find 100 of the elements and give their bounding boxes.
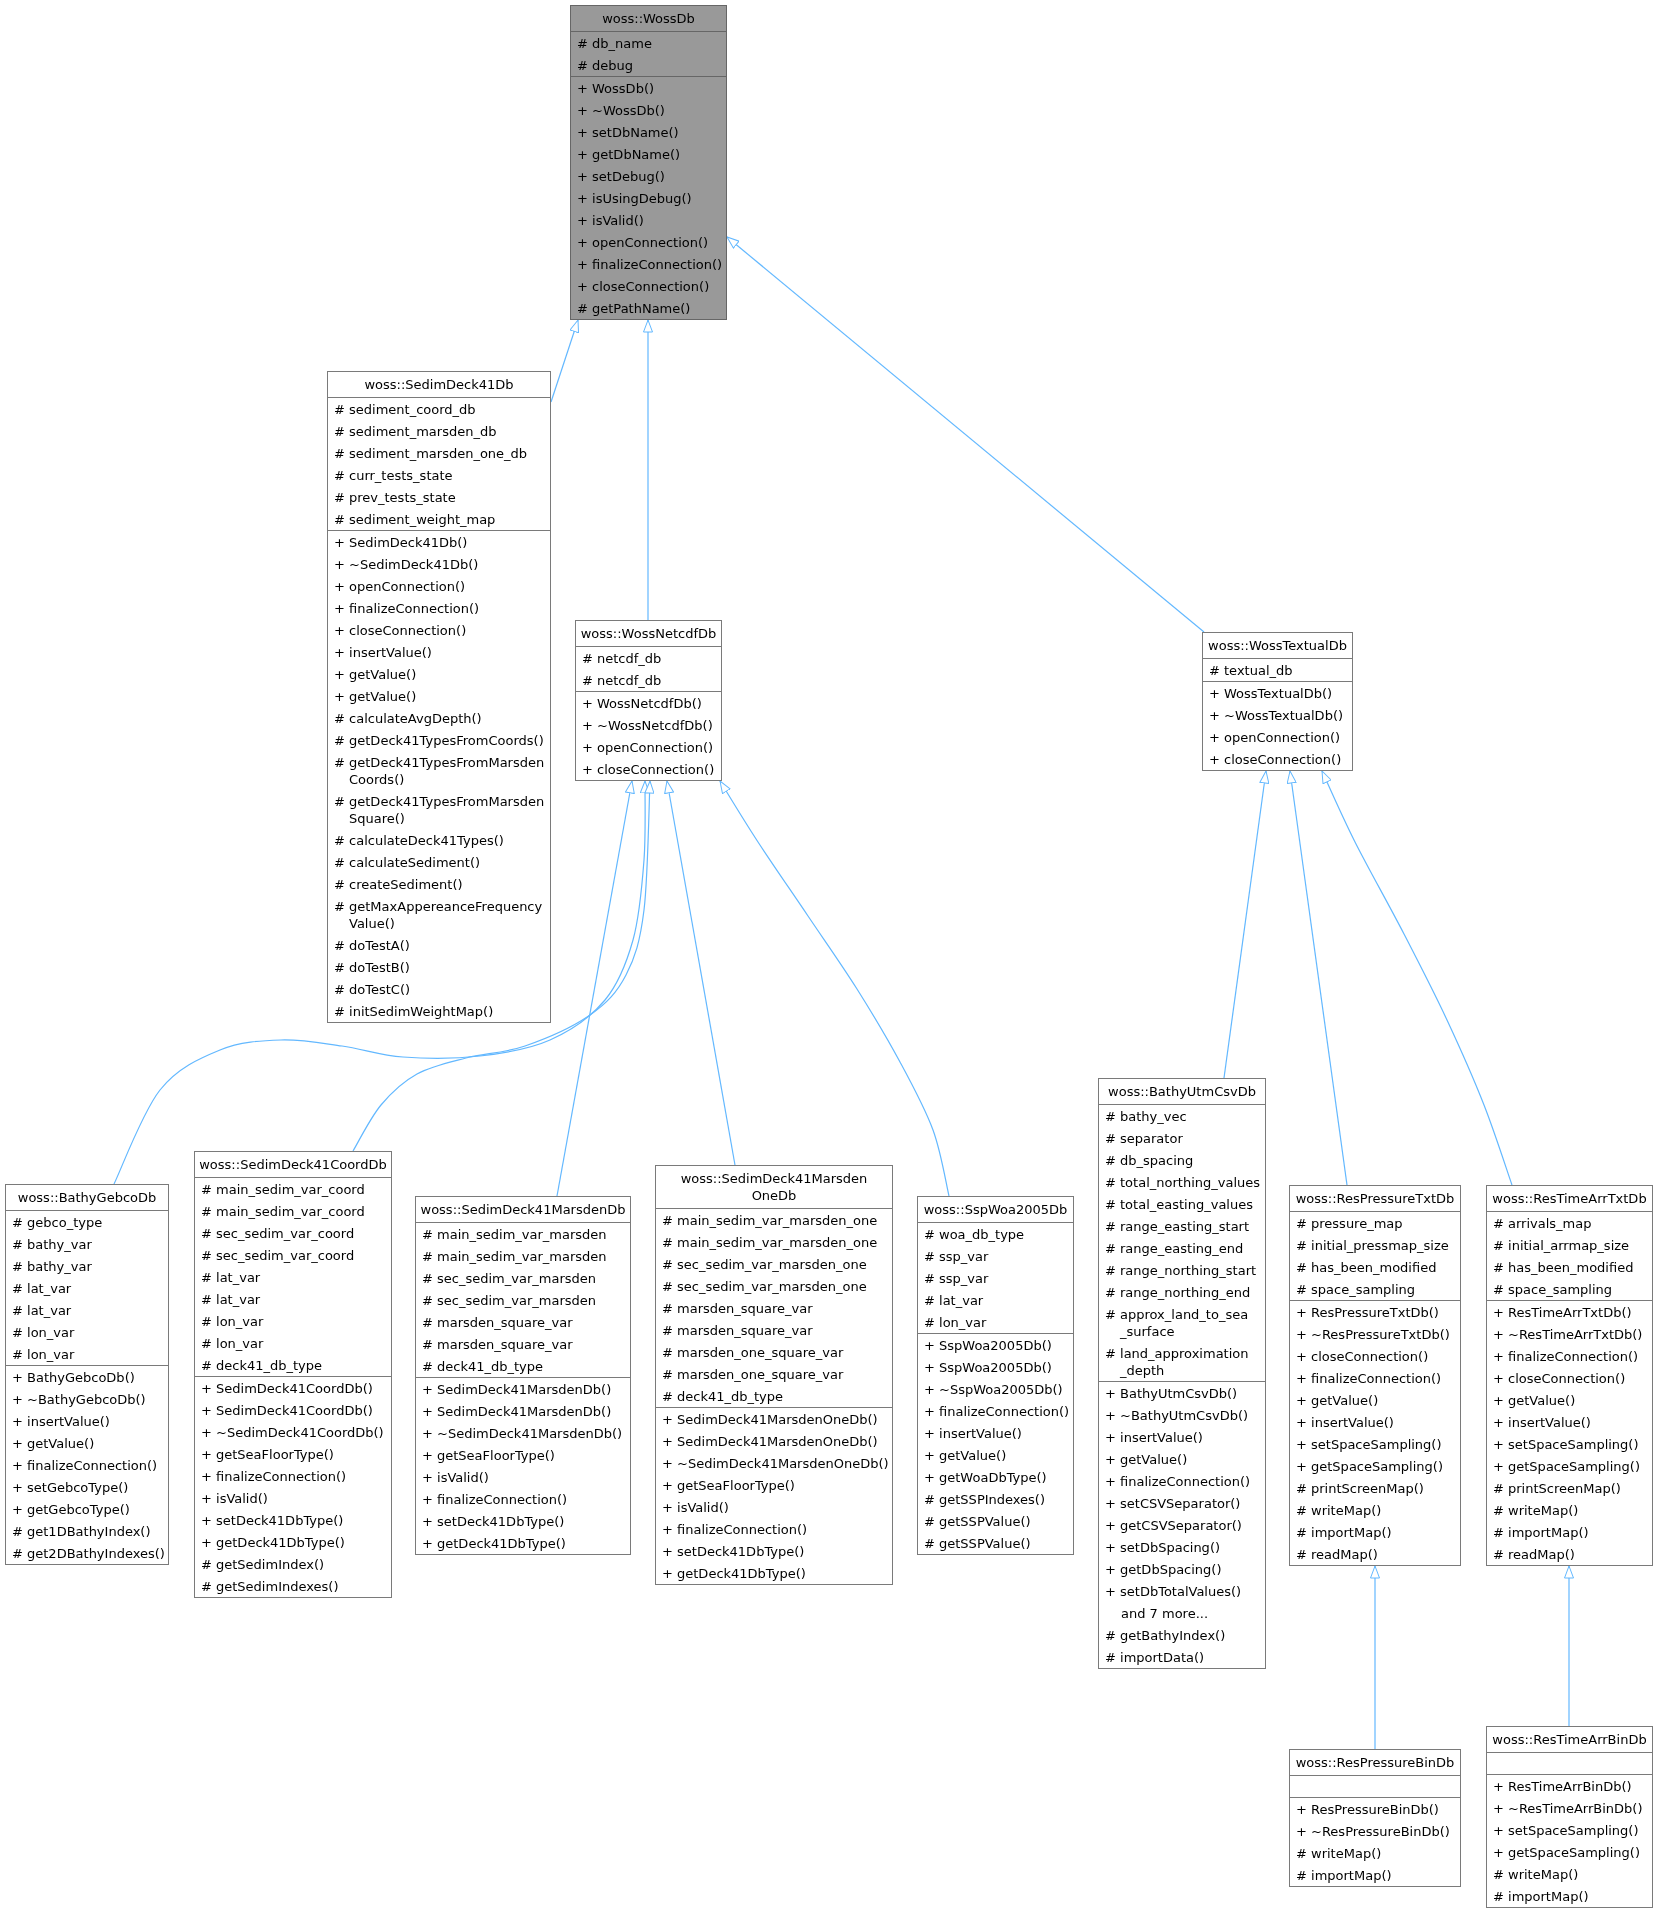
attribute-entry: # sediment_marsden_one_db [334,444,528,463]
method-entry: + setDeck41DbType() [422,1512,565,1531]
method-entry: # writeMap() [1493,1865,1579,1884]
class-box [327,371,551,1023]
attribute-entry: # main_sedim_var_coord [201,1202,365,1221]
attribute-entry: # bathy_var [12,1257,92,1276]
method-entry: # getDeck41TypesFromCoords() [334,731,544,750]
method-entry: + SedimDeck41CoordDb() [201,1401,373,1420]
attribute-entry: # lon_var [201,1334,264,1353]
inheritance-arrow [1286,770,1348,1186]
inheritance-arrow [1321,770,1513,1186]
method-entry: # doTestA() [334,936,410,955]
class-name: woss::SspWoa2005Db [923,1201,1068,1218]
attribute-entry: # has_been_modified [1296,1258,1437,1277]
method-entry: + openConnection() [334,577,466,596]
method-entry: + ~ResPressureTxtDb() [1296,1325,1450,1344]
method-entry: # getPathName() [577,299,691,318]
attribute-entry: # deck41_db_type [422,1357,544,1376]
attribute-entry: # lat_var [924,1291,984,1310]
method-entry: + getValue() [334,687,417,706]
method-entry: # importData() [1105,1648,1205,1667]
attribute-entry: # lon_var [924,1313,987,1332]
method-entry: + setSpaceSampling() [1493,1821,1639,1840]
attribute-entry: # initial_arrmap_size [1493,1236,1630,1255]
method-entry: + isValid() [577,211,644,230]
method-entry: # printScreenMap() [1296,1479,1424,1498]
method-entry: + closeConnection() [1209,750,1342,769]
attribute-entry: # main_sedim_var_marsden_one [662,1211,878,1230]
class-box [917,1196,1074,1555]
method-entry: + finalizeConnection() [924,1402,1070,1421]
attribute-entry: # sec_sedim_var_marsden_one [662,1255,867,1274]
attribute-entry: # marsden_square_var [422,1335,573,1354]
class-box [415,1196,631,1555]
class-box [575,620,722,781]
method-entry: + ~ResPressureBinDb() [1296,1822,1450,1841]
class-name: woss::BathyUtmCsvDb [1108,1083,1256,1100]
attribute-entry: # range_easting_start [1105,1217,1250,1236]
method-entry: + setDbTotalValues() [1105,1582,1242,1601]
method-entry: + getDbSpacing() [1105,1560,1222,1579]
method-entry: # getSedimIndex() [201,1555,325,1574]
attribute-entry: # range_northing_end [1105,1283,1251,1302]
attribute-entry: # marsden_square_var [662,1299,813,1318]
method-entry: # calculateDeck41Types() [334,831,504,850]
method-entry: + isUsingDebug() [577,189,692,208]
method-entry: + insertValue() [1493,1413,1591,1432]
method-entry: # getDeck41TypesFromMarsden Coords() [334,753,546,789]
method-entry: # readMap() [1296,1545,1378,1564]
method-entry: # writeMap() [1296,1844,1382,1863]
class-name: woss::BathyGebcoDb [17,1189,157,1206]
class-box [194,1151,392,1598]
method-entry: + finalizeConnection() [12,1456,158,1475]
attribute-entry: # marsden_one_square_var [662,1365,844,1384]
method-entry: and 7 more... [1121,1604,1209,1623]
inheritance-arrow [113,780,650,1185]
method-entry: + setDbSpacing() [1105,1538,1221,1557]
class-box [1289,1185,1461,1566]
attribute-entry: # main_sedim_var_coord [201,1180,365,1199]
method-entry: + getDeck41DbType() [422,1534,566,1553]
method-entry: + closeConnection() [577,277,710,296]
attribute-entry: # bathy_var [12,1235,92,1254]
attribute-entry: # ssp_var [924,1247,989,1266]
method-entry: + BathyUtmCsvDb() [1105,1384,1238,1403]
method-entry: # calculateSediment() [334,853,481,872]
method-entry: + finalizeConnection() [1493,1347,1639,1366]
method-entry: + ResPressureTxtDb() [1296,1303,1439,1322]
class-name: woss::SedimDeck41MarsdenDb [420,1201,626,1218]
method-entry: + ResTimeArrTxtDb() [1493,1303,1632,1322]
method-entry: + finalizeConnection() [662,1520,808,1539]
method-entry: + finalizeConnection() [422,1490,568,1509]
attribute-entry: # lon_var [201,1312,264,1331]
method-entry: + SedimDeck41Db() [334,533,468,552]
method-entry: # importMap() [1493,1887,1589,1906]
method-entry: + insertValue() [924,1424,1022,1443]
method-entry: + ResPressureBinDb() [1296,1800,1439,1819]
method-entry: + getValue() [1493,1391,1576,1410]
method-entry: + insertValue() [334,643,432,662]
attribute-entry: # sediment_coord_db [334,400,476,419]
method-entry: # getSedimIndexes() [201,1577,339,1596]
method-entry: # readMap() [1493,1545,1575,1564]
class-name: woss::WossNetcdfDb [580,625,717,642]
inheritance-arrow [664,780,736,1166]
method-entry: + ResTimeArrBinDb() [1493,1777,1632,1796]
method-entry: # get2DBathyIndexes() [12,1544,165,1563]
method-entry: + ~ResTimeArrTxtDb() [1493,1325,1643,1344]
method-entry: # importMap() [1493,1523,1589,1542]
method-entry: + ~WossDb() [577,101,665,120]
method-entry: + WossDb() [577,79,655,98]
class-name: woss::ResTimeArrTxtDb [1492,1190,1647,1207]
attribute-entry: # pressure_map [1296,1214,1403,1233]
method-entry: + setDeck41DbType() [662,1542,805,1561]
attribute-entry: # marsden_square_var [662,1321,813,1340]
attribute-entry: # netcdf_db [582,649,662,668]
method-entry: + isValid() [422,1468,489,1487]
method-entry: + isValid() [201,1489,268,1508]
attribute-entry: # lat_var [201,1268,261,1287]
method-entry: + setSpaceSampling() [1296,1435,1442,1454]
method-entry: + ~WossTextualDb() [1209,706,1344,725]
method-entry: + WossTextualDb() [1209,684,1333,703]
method-entry: # importMap() [1296,1523,1392,1542]
class-name: woss::SedimDeck41Db [364,376,514,393]
